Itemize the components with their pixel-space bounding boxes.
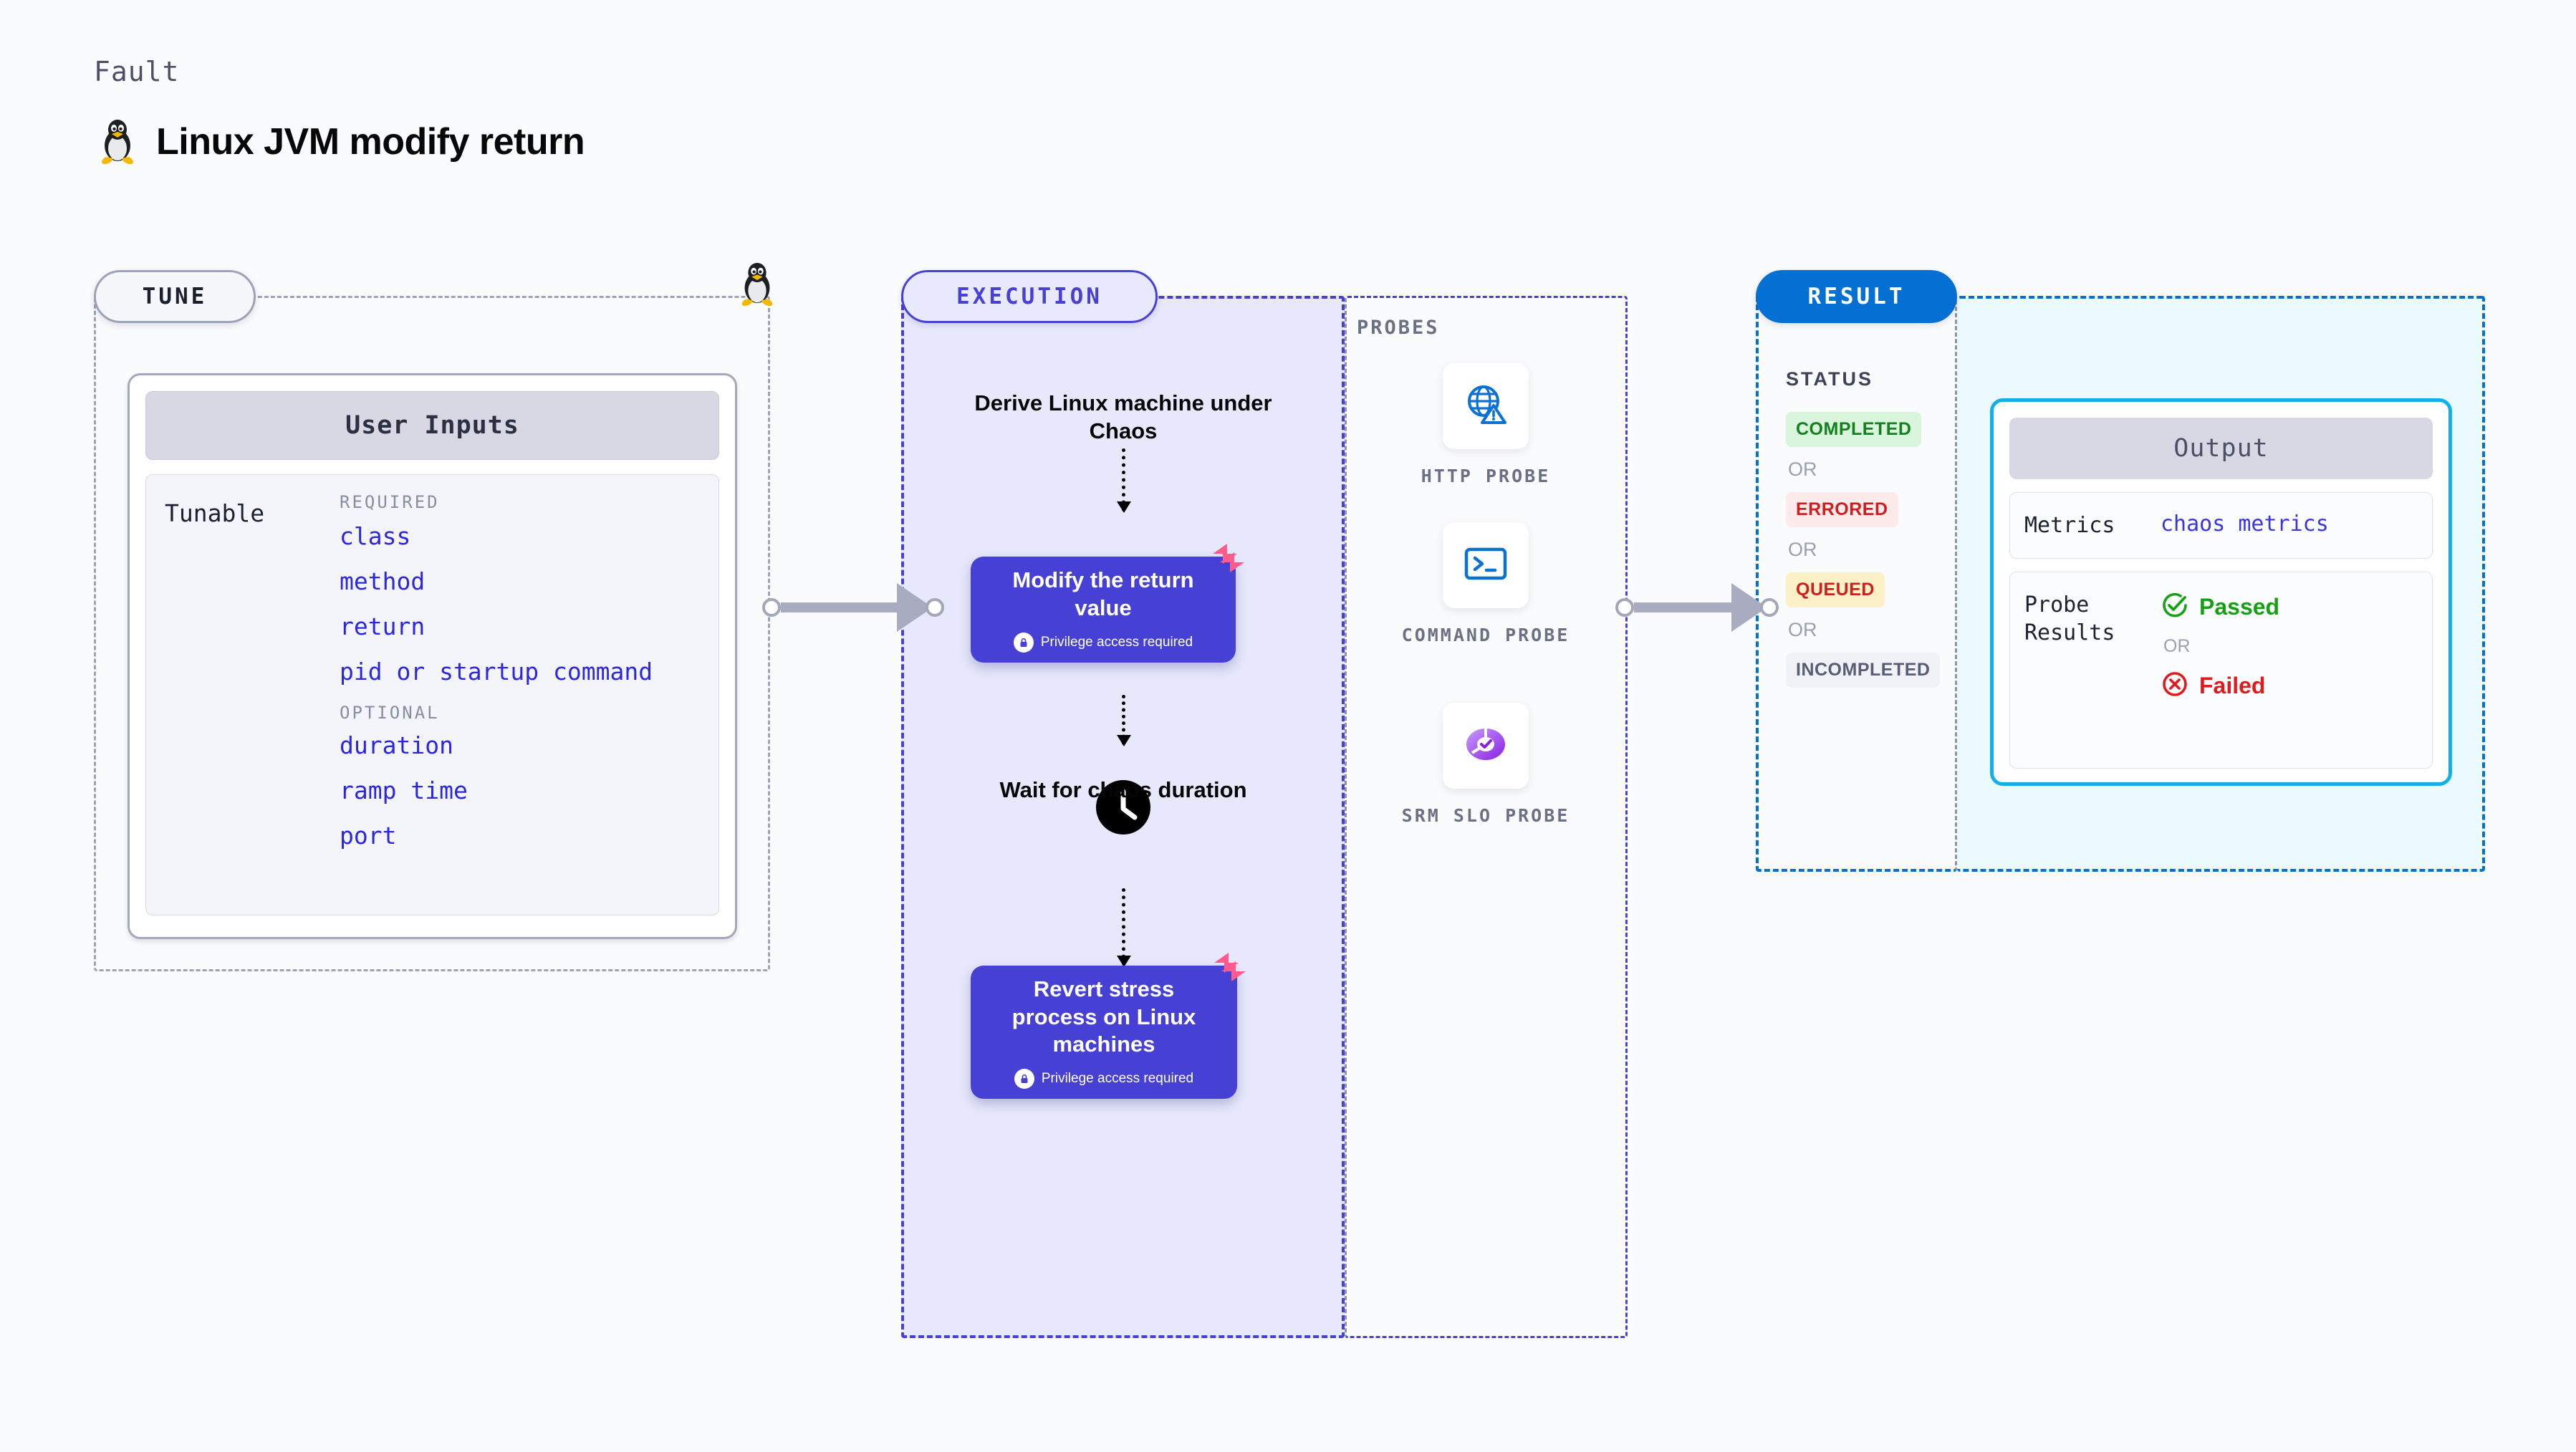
status-or-1: OR [1788, 458, 1817, 480]
output-metrics-value[interactable]: chaos metrics [2161, 511, 2329, 537]
fault-kicker: Fault [94, 56, 180, 87]
flow-arrow-1 [1117, 448, 1131, 513]
probe-tile [1443, 703, 1529, 789]
page-title-row: Linux JVM modify return [97, 118, 585, 165]
status-badge-completed: COMPLETED [1786, 412, 1922, 447]
privilege-note-text: Privilege access required [1041, 1071, 1194, 1087]
privilege-note: Privilege access required [1014, 1069, 1194, 1090]
tunable-item-return[interactable]: return [340, 612, 426, 640]
lock-icon [1013, 632, 1034, 653]
status-badge-incompleted: INCOMPLETED [1786, 653, 1941, 688]
tunable-item-class[interactable]: class [340, 522, 411, 550]
status-or-2: OR [1788, 539, 1817, 560]
tunable-item-duration[interactable]: duration [340, 731, 453, 759]
probe-result-passed-label: Passed [2199, 594, 2280, 620]
status-badge-queued: QUEUED [1786, 572, 1885, 607]
connector-bar [1634, 602, 1733, 612]
probe-tile [1443, 522, 1529, 608]
status-or-3: OR [1788, 619, 1817, 640]
section-pill-execution[interactable]: EXECUTION [901, 270, 1158, 323]
flow-arrow-3 [1117, 888, 1131, 967]
linux-penguin-icon [97, 118, 138, 165]
privilege-note-text: Privilege access required [1040, 634, 1193, 650]
action-title: Revert stress process on Linux machines [1011, 976, 1196, 1057]
section-pill-tune[interactable]: TUNE [94, 270, 256, 323]
flow-arrow-2 [1117, 695, 1131, 746]
output-metrics-key: Metrics [2024, 513, 2115, 538]
execution-step-modify-return-value[interactable]: Modify the return value Privilege access… [971, 544, 1244, 663]
cross-circle-icon [2161, 670, 2189, 702]
execution-step-wait-label: Wait for chaos duration [999, 777, 1247, 802]
page-title: Linux JVM modify return [156, 121, 585, 163]
connector-tune-to-execution [762, 582, 944, 633]
probe-command[interactable]: COMMAND PROBE [1396, 522, 1575, 648]
probes-region [1345, 296, 1628, 1338]
tunable-item-method[interactable]: method [340, 567, 426, 595]
terminal-icon [1462, 542, 1509, 589]
probe-result-passed: Passed [2161, 591, 2279, 623]
tunable-group-heading-required: REQUIRED [340, 492, 440, 512]
probe-results-values: Passed OR Failed [2161, 591, 2279, 749]
srm-slo-icon [1462, 723, 1509, 769]
probe-result-or: OR [2163, 636, 2191, 656]
tunable-item-ramp-time[interactable]: ramp time [340, 777, 468, 804]
execution-step-revert-stress-process[interactable]: Revert stress process on Linux machines … [971, 953, 1246, 1099]
tune-region [94, 296, 770, 971]
status-badge-errored: ERRORED [1786, 492, 1898, 527]
tunable-row-label: Tunable [165, 499, 265, 527]
probe-result-failed-label: Failed [2199, 673, 2266, 698]
probe-label: SRM SLO PROBE [1401, 805, 1570, 826]
output-title: Output [2009, 418, 2433, 479]
harness-logo-icon [1208, 538, 1249, 578]
probe-srm-slo[interactable]: SRM SLO PROBE [1396, 703, 1575, 828]
privilege-note: Privilege access required [1013, 632, 1193, 653]
tunable-group-heading-optional: OPTIONAL [340, 703, 440, 723]
probe-result-failed: Failed [2161, 670, 2279, 702]
status-heading: STATUS [1786, 368, 1873, 390]
status-list: COMPLETED OR ERRORED OR QUEUED OR INCOMP… [1786, 412, 1951, 688]
connector-node-end [1760, 598, 1779, 617]
user-inputs-card: User Inputs Tunable REQUIRED class metho… [128, 373, 737, 939]
action-title: Modify the return value [1012, 567, 1194, 620]
execution-step-derive-label: Derive Linux machine under Chaos [974, 390, 1272, 443]
clock-icon [1092, 776, 1155, 839]
lock-icon [1014, 1069, 1034, 1090]
connector-execution-to-result [1615, 582, 1779, 633]
tunable-item-pid-or-startup-command[interactable]: pid or startup command [340, 658, 653, 686]
tunable-item-port[interactable]: port [340, 822, 397, 850]
probe-label: COMMAND PROBE [1401, 625, 1570, 645]
probe-http[interactable]: HTTP PROBE [1396, 363, 1575, 489]
connector-bar [781, 602, 898, 612]
harness-logo-icon [1210, 947, 1250, 987]
check-circle-icon [2161, 591, 2189, 623]
probe-label: HTTP PROBE [1421, 466, 1551, 486]
output-row-metrics: Metrics chaos metrics [2009, 492, 2433, 559]
user-inputs-title: User Inputs [145, 391, 719, 460]
probe-tile [1443, 363, 1529, 449]
globe-warning-icon [1462, 381, 1509, 432]
output-card: Output Metrics chaos metrics Probe Resul… [1990, 398, 2452, 786]
section-pill-result[interactable]: RESULT [1756, 270, 1957, 323]
tunable-list: REQUIRED class method return pid or star… [340, 492, 719, 915]
probes-heading: PROBES [1357, 317, 1440, 339]
connector-node-start [762, 598, 781, 617]
connector-node-start [1615, 598, 1634, 617]
linux-penguin-icon-marker [737, 261, 777, 311]
connector-node-end [926, 598, 944, 617]
output-row-probe-results: Probe Results Passed OR [2009, 572, 2433, 769]
tunable-section: Tunable REQUIRED class method return pid… [145, 474, 719, 915]
output-probe-results-key: Probe Results [2024, 592, 2115, 645]
